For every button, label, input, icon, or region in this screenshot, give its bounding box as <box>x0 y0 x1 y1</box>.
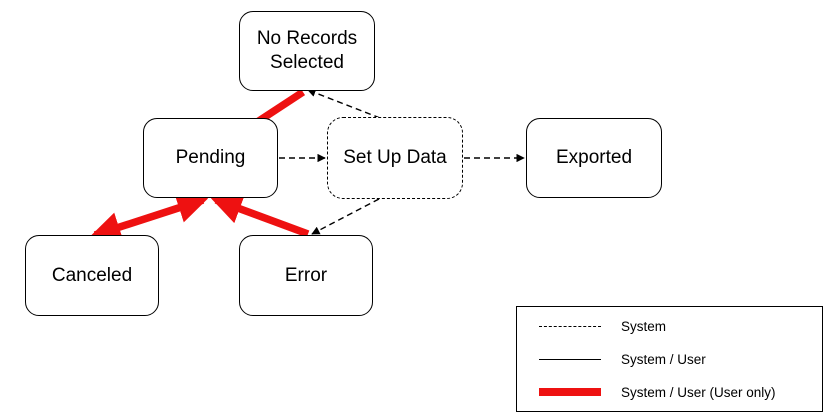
state-node-label: Pending <box>175 147 246 169</box>
edge-set-up-data-to-no-records-selected <box>307 88 381 119</box>
state-node-label: No Records Selected <box>256 28 358 73</box>
legend-item-system: System <box>517 310 822 343</box>
dashed-line-icon <box>539 320 601 332</box>
legend-item-system-user: System / User <box>517 343 822 376</box>
state-node-label: Set Up Data <box>343 147 447 169</box>
state-node-pending[interactable]: Pending <box>143 118 278 198</box>
state-node-label: Canceled <box>51 264 133 286</box>
legend-item-label: System <box>621 318 667 334</box>
state-node-canceled[interactable]: Canceled <box>25 235 159 316</box>
state-node-no-records-selected[interactable]: No Records Selected <box>239 11 375 91</box>
edge-error-to-pending <box>210 194 310 238</box>
state-node-label: Exported <box>555 147 633 169</box>
edge-pending-canceled <box>89 193 209 242</box>
legend-item-label: System / User (User only) <box>621 384 776 400</box>
state-node-error[interactable]: Error <box>239 235 373 316</box>
legend: System System / User System / User (User… <box>516 306 823 412</box>
state-node-label: Error <box>284 264 328 286</box>
solid-line-icon <box>539 353 601 365</box>
legend-item-label: System / User <box>621 351 706 367</box>
state-node-exported[interactable]: Exported <box>526 118 662 198</box>
state-node-set-up-data[interactable]: Set Up Data <box>327 117 463 199</box>
thick-red-line-icon <box>539 386 601 398</box>
edge-set-up-data-to-error <box>311 198 380 235</box>
legend-item-system-user-user-only: System / User (User only) <box>517 376 822 409</box>
